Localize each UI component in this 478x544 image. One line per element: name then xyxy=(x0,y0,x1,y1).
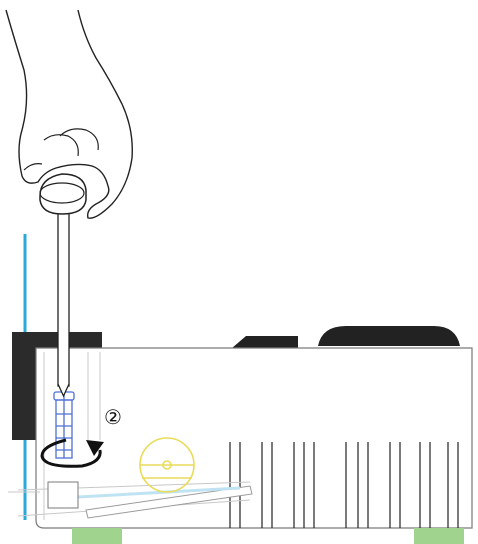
small-switch xyxy=(232,336,298,348)
foot-right xyxy=(414,528,464,544)
screw-base xyxy=(48,482,78,508)
step-number-label: ② xyxy=(104,405,122,429)
foot-left xyxy=(72,528,122,544)
device-body xyxy=(36,348,472,528)
top-knob xyxy=(318,326,460,346)
